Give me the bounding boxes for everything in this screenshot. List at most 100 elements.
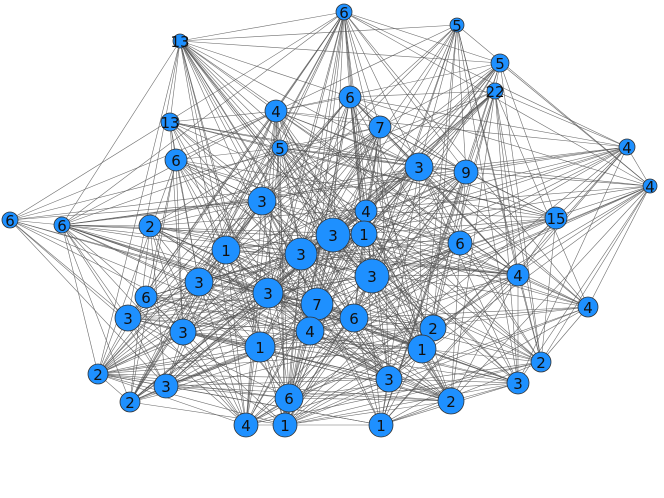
node-circle [453, 159, 479, 185]
graph-edge [388, 378, 519, 384]
graph-edge [267, 126, 381, 294]
node-label: 3 [384, 371, 394, 389]
node-circle [354, 258, 390, 294]
node-circle [153, 373, 179, 399]
node-circle [119, 391, 141, 413]
graph-edge [165, 303, 318, 387]
node-label: 3 [161, 378, 171, 396]
graph-edge [284, 306, 589, 426]
graph-edge [587, 185, 651, 308]
graph-edge [179, 40, 286, 426]
graph-edge [129, 110, 277, 403]
graph-edge [275, 110, 434, 329]
graph-edge [349, 96, 628, 148]
graph-edge [517, 146, 628, 384]
graph-edge [343, 11, 501, 64]
graph-edge [198, 110, 277, 283]
graph-edge [316, 303, 423, 350]
graph-edge [175, 147, 281, 161]
node-circle [618, 138, 636, 156]
graph-node: 4 [506, 263, 530, 287]
graph-edge [388, 171, 467, 380]
graph-edge [182, 242, 461, 333]
node-circle [350, 220, 378, 248]
node-circle [244, 331, 276, 363]
graph-node: 2 [138, 214, 162, 238]
graph-edge [179, 40, 434, 329]
graph-edge [279, 147, 542, 363]
graph-edge [9, 219, 452, 402]
graph-edge [365, 210, 452, 402]
node-circle [87, 363, 109, 385]
graph-edge [61, 224, 167, 387]
node-label: 6 [345, 89, 355, 107]
graph-edge [343, 11, 589, 308]
graph-edge [288, 382, 519, 399]
graph-edge [225, 171, 467, 251]
node-circle [138, 214, 162, 238]
graph-node: 2 [419, 314, 447, 342]
node-label: 15 [546, 210, 565, 228]
node-label: 3 [194, 274, 204, 292]
graph-edge [365, 210, 589, 308]
node-label: 2 [446, 393, 456, 411]
graph-node: 2 [119, 391, 141, 413]
graph-edge [9, 126, 381, 221]
node-circle [53, 216, 71, 234]
graph-edge [275, 110, 628, 148]
node-label: 4 [271, 103, 281, 121]
graph-edge [149, 225, 247, 426]
graph-edge [61, 224, 365, 235]
graph-node: 6 [339, 303, 369, 333]
graph-edge [284, 361, 542, 426]
graph-edge [332, 11, 345, 236]
graph-edge [353, 171, 467, 319]
graph-edge [349, 96, 651, 187]
node-label: 6 [141, 289, 151, 307]
node-circle [486, 82, 504, 100]
graph-node: 1 [368, 412, 394, 438]
node-circle [233, 412, 259, 438]
node-circle [169, 318, 197, 346]
node-label: 1 [221, 242, 231, 260]
graph-node: 6 [53, 216, 71, 235]
node-circle [284, 237, 318, 271]
node-circle [134, 285, 158, 309]
graph-edge [316, 303, 452, 402]
graph-edge [198, 281, 311, 332]
graph-edge [432, 327, 542, 363]
graph-edge [165, 346, 261, 387]
graph-edge [380, 146, 628, 426]
graph-edge [456, 24, 467, 173]
graph-edge [61, 224, 129, 319]
graph-edge [175, 110, 277, 161]
graph-node: 3 [184, 267, 214, 297]
graph-edge [9, 110, 277, 221]
node-circle [506, 263, 530, 287]
node-label: 6 [171, 152, 181, 170]
graph-edge [175, 159, 302, 255]
graph-edge [127, 40, 181, 319]
graph-edge [61, 224, 434, 329]
graph-edge [363, 171, 467, 235]
graph-edge [149, 90, 496, 227]
graph-edge [284, 171, 467, 426]
graph-edge [175, 159, 461, 244]
graph-edge [179, 40, 277, 112]
graph-edge [499, 62, 557, 219]
graph-node: 4 [577, 296, 599, 318]
graph-edge [127, 317, 290, 399]
graph-edge [284, 11, 345, 426]
graph-edge [343, 11, 467, 173]
graph-edge [363, 217, 557, 235]
graph-edge [225, 11, 345, 251]
graph-edge [363, 146, 628, 235]
graph-edge [279, 147, 390, 380]
node-circle [642, 178, 658, 194]
graph-edge [421, 24, 458, 350]
node-label: 3 [178, 324, 188, 342]
graph-edge [349, 96, 423, 350]
node-circle [335, 3, 353, 21]
graph-edge [149, 147, 281, 227]
